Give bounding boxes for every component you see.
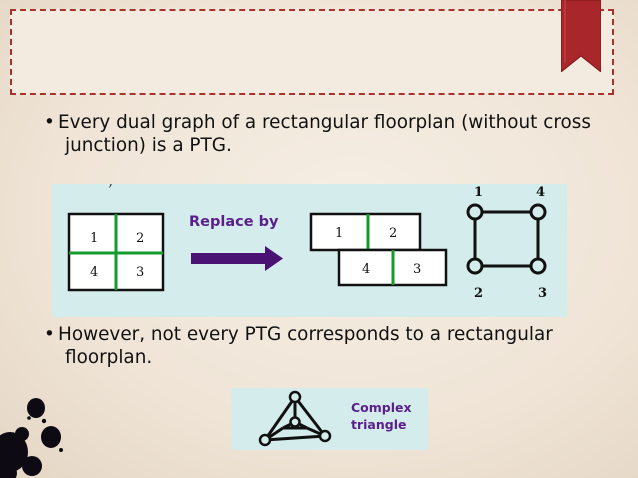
vertex-label-1: 1 — [474, 185, 483, 200]
complex-triangle-label-line-2: triangle — [351, 417, 407, 432]
bullet-1-line-2: junction) is a PTG. — [65, 135, 232, 156]
split-room-label-4: 4 — [362, 262, 370, 277]
vertex-label-4: 4 — [536, 185, 545, 200]
complex-triangle-label-line-1: Complex — [351, 400, 412, 415]
bookmark-ribbon-icon — [561, 0, 601, 72]
bullet-2-line-1: However, not every PTG corresponds to a … — [58, 324, 553, 345]
replace-arrow-icon — [191, 246, 283, 271]
complex-triangle-figure: Complex triangle — [231, 388, 428, 450]
room-label-1: 1 — [90, 231, 98, 246]
room-label-2: 2 — [136, 231, 144, 246]
room-label-3: 3 — [136, 265, 144, 280]
bullet-marker: • — [44, 324, 55, 345]
complex-triangle-label: Complex triangle — [351, 399, 412, 433]
bullet-point-2: •However, not every PTG corresponds to a… — [44, 323, 604, 369]
bullet-2-line-2: floorplan. — [65, 347, 153, 368]
truncated-mark: ) — [108, 184, 113, 189]
vertex-label-3: 3 — [538, 286, 547, 301]
split-room-label-3: 3 — [413, 262, 421, 277]
floorplan-figure: ) 1 2 4 3 1 2 4 3 — [52, 184, 567, 317]
cross-junction-floorplan: 1 2 4 3 — [67, 212, 165, 292]
replace-by-label: Replace by — [189, 214, 279, 230]
bullet-1-line-1: Every dual graph of a rectangular floorp… — [58, 112, 591, 133]
dual-graph: 1 4 2 3 — [466, 185, 547, 301]
bullet-marker: • — [44, 112, 55, 133]
vertex-label-2: 2 — [474, 286, 483, 301]
complex-triangle-graph — [258, 390, 332, 447]
room-label-4: 4 — [90, 265, 98, 280]
ink-blot-decoration-icon — [0, 398, 63, 478]
split-floorplan: 1 2 4 3 — [309, 212, 448, 287]
split-room-label-2: 2 — [389, 226, 397, 241]
title-placeholder — [10, 9, 614, 95]
bullet-point-1: •Every dual graph of a rectangular floor… — [44, 111, 604, 157]
split-room-label-1: 1 — [335, 226, 343, 241]
